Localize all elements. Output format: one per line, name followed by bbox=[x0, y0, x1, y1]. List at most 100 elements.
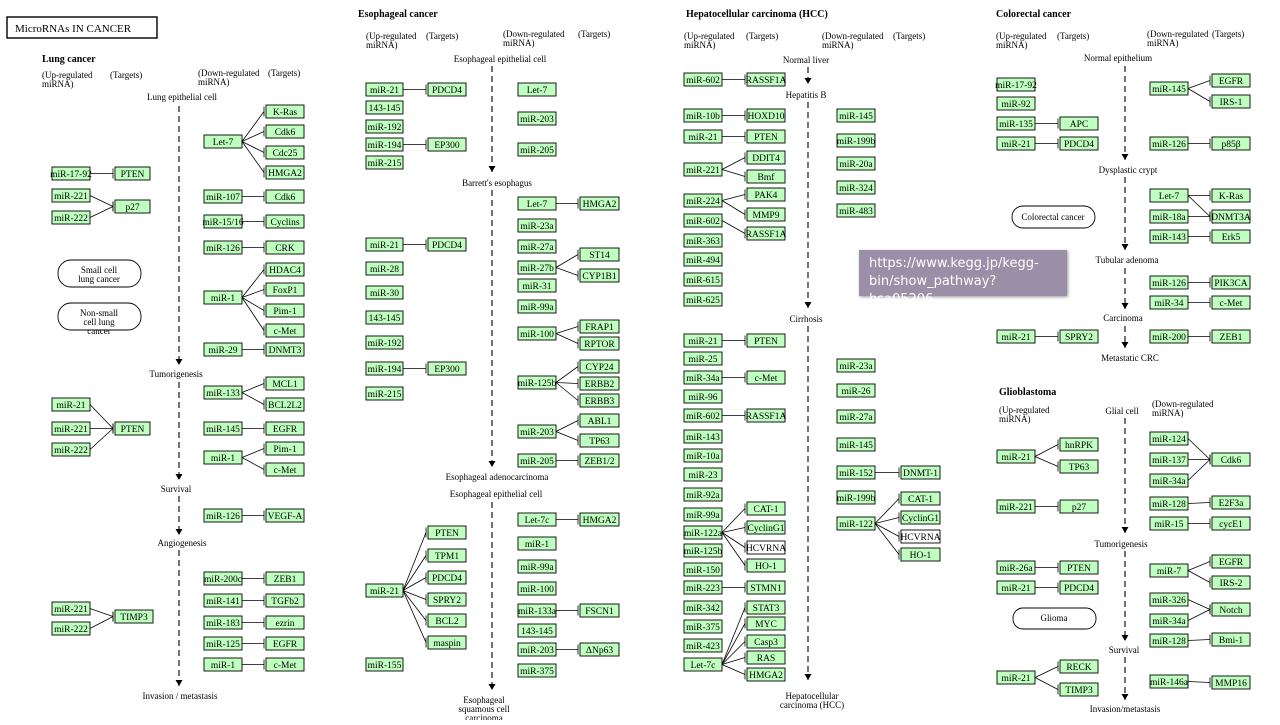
node-box[interactable] bbox=[517, 512, 557, 527]
hcc-down-mirs-node[interactable]: miR-23a bbox=[836, 358, 876, 373]
eso-down-mirs-node[interactable]: miR-203 bbox=[517, 111, 557, 126]
eso-down-mirs-node[interactable]: 143-145 bbox=[517, 623, 557, 638]
node-box[interactable] bbox=[579, 413, 620, 428]
node-box[interactable] bbox=[579, 196, 620, 211]
lung-up-mirs-node[interactable]: miR-222 bbox=[51, 621, 91, 636]
crc-down-mirs-node[interactable]: miR-126 bbox=[1149, 136, 1189, 151]
node-box[interactable] bbox=[683, 351, 723, 366]
node-box[interactable] bbox=[683, 72, 723, 87]
node-box[interactable] bbox=[683, 562, 723, 577]
node-box[interactable] bbox=[746, 667, 786, 682]
lung-down-targets-node[interactable]: ezrin bbox=[265, 615, 305, 630]
lung-down-targets-node[interactable]: VEGF-A bbox=[265, 508, 305, 523]
hcc-up-mirs-node[interactable]: miR-423 bbox=[683, 638, 723, 653]
hcc-up-mirs-node[interactable]: miR-494 bbox=[683, 252, 723, 267]
hcc-up-mirs-node[interactable]: Let-7c bbox=[683, 657, 723, 672]
crc-up-targets-node[interactable]: APC bbox=[1059, 116, 1099, 131]
glio-down-mirs-node[interactable]: miR-7 bbox=[1149, 563, 1189, 578]
hcc-up-mirs-node[interactable]: miR-602 bbox=[683, 213, 723, 228]
node-box[interactable] bbox=[265, 508, 305, 523]
eso-down-mirs-node[interactable]: miR-133a bbox=[517, 603, 557, 618]
node-box[interactable] bbox=[1211, 295, 1251, 310]
glio-up-targets-node[interactable]: RECK bbox=[1059, 659, 1099, 674]
node-box[interactable] bbox=[996, 670, 1036, 685]
node-box[interactable] bbox=[265, 262, 305, 277]
node-box[interactable] bbox=[1211, 575, 1251, 590]
hcc-down-mirs-node[interactable]: miR-324 bbox=[836, 180, 876, 195]
node-box[interactable] bbox=[579, 393, 620, 408]
hcc-up-mirs-node[interactable]: miR-150 bbox=[683, 562, 723, 577]
node-box[interactable] bbox=[365, 361, 404, 376]
node-box[interactable] bbox=[1149, 516, 1189, 531]
crc-down-mirs-node[interactable]: miR-34 bbox=[1149, 295, 1189, 310]
hcc-up-mirs-node[interactable]: miR-363 bbox=[683, 233, 723, 248]
node-box[interactable] bbox=[365, 119, 404, 134]
hcc-up-targets-node[interactable]: RASSF1A bbox=[746, 226, 787, 241]
node-box[interactable] bbox=[265, 303, 305, 318]
node-box[interactable] bbox=[746, 370, 786, 385]
node-box[interactable] bbox=[517, 278, 557, 293]
lung-down-mirs-node[interactable]: miR-141 bbox=[203, 593, 243, 608]
node-box[interactable] bbox=[365, 137, 404, 152]
node-box[interactable] bbox=[579, 603, 620, 618]
node-box[interactable] bbox=[1149, 229, 1189, 244]
lung-down-targets-node[interactable]: Cyclins bbox=[265, 214, 305, 229]
node-box[interactable] bbox=[1149, 136, 1189, 151]
node-box[interactable] bbox=[365, 335, 404, 350]
eso-down-mirs-node[interactable]: miR-31 bbox=[517, 278, 557, 293]
eso-down-mirs-node[interactable]: miR-205 bbox=[517, 142, 557, 157]
eso-down-mirs-node[interactable]: miR-203 bbox=[517, 642, 557, 657]
node-box[interactable] bbox=[265, 240, 305, 255]
node-box[interactable] bbox=[203, 421, 243, 436]
eso-down-mirs-node[interactable]: Let-7 bbox=[517, 82, 557, 97]
eso-down-mirs-node[interactable]: miR-99a bbox=[517, 299, 557, 314]
glio-up-targets-node[interactable]: PDCD4 bbox=[1059, 580, 1099, 595]
node-box[interactable] bbox=[836, 383, 876, 398]
node-box[interactable] bbox=[996, 77, 1036, 92]
node-box[interactable] bbox=[683, 638, 723, 653]
node-box[interactable] bbox=[746, 129, 786, 144]
glio-up-targets-node[interactable]: PTEN bbox=[1059, 560, 1099, 575]
eso-up-mirs-node[interactable]: miR-28 bbox=[365, 261, 404, 276]
crc-down-mirs-node[interactable]: miR-18a bbox=[1149, 209, 1189, 224]
node-box[interactable] bbox=[746, 169, 786, 184]
glio-down-targets-node[interactable]: Cdk6 bbox=[1211, 452, 1251, 467]
hcc-down-mirs-node[interactable]: miR-145 bbox=[836, 108, 876, 123]
eso-down-targets-node[interactable]: ERBB3 bbox=[579, 393, 620, 408]
node-box[interactable] bbox=[683, 543, 723, 558]
node-box[interactable] bbox=[1149, 329, 1189, 344]
eso-down-mirs-node[interactable]: miR-1 bbox=[517, 536, 557, 551]
node-box[interactable] bbox=[1211, 602, 1251, 617]
hcc-up-mirs-node[interactable]: miR-10a bbox=[683, 448, 723, 463]
eso-down-mirs-node[interactable]: Let-7 bbox=[517, 196, 557, 211]
glio-up-mirs-node[interactable]: miR-221 bbox=[996, 499, 1036, 514]
eso-up-mirs-node[interactable]: miR-21 bbox=[365, 583, 404, 598]
node-box[interactable] bbox=[365, 386, 404, 401]
node-box[interactable] bbox=[51, 188, 91, 203]
node-box[interactable] bbox=[836, 516, 876, 531]
crc-up-mirs-node[interactable]: miR-92 bbox=[996, 96, 1036, 111]
crc-down-mirs-node[interactable]: miR-143 bbox=[1149, 229, 1189, 244]
node-box[interactable] bbox=[579, 433, 620, 448]
node-box[interactable] bbox=[579, 268, 620, 283]
node-box[interactable] bbox=[203, 385, 243, 400]
lung-down-mirs-node[interactable]: miR-125 bbox=[203, 636, 243, 651]
hcc-up-mirs-node[interactable]: miR-224 bbox=[683, 193, 723, 208]
node-box[interactable] bbox=[51, 621, 91, 636]
node-box[interactable] bbox=[1211, 632, 1251, 647]
node-box[interactable] bbox=[836, 156, 876, 171]
glio-down-mirs-node[interactable]: miR-124 bbox=[1149, 431, 1189, 446]
node-box[interactable] bbox=[365, 583, 404, 598]
node-box[interactable] bbox=[746, 187, 786, 202]
eso-up-targets-node[interactable]: SPRY2 bbox=[427, 592, 467, 607]
node-box[interactable] bbox=[836, 133, 876, 148]
node-box[interactable] bbox=[1211, 209, 1251, 224]
node-box[interactable] bbox=[683, 619, 723, 634]
crc-down-targets-node[interactable]: ZEB1 bbox=[1211, 329, 1251, 344]
crc-up-mirs-node[interactable]: miR-21 bbox=[996, 329, 1036, 344]
hcc-up-mirs-node[interactable]: miR-143 bbox=[683, 429, 723, 444]
node-box[interactable] bbox=[1211, 554, 1251, 569]
node-box[interactable] bbox=[683, 162, 723, 177]
node-box[interactable] bbox=[203, 342, 243, 357]
node-box[interactable] bbox=[1149, 496, 1189, 511]
